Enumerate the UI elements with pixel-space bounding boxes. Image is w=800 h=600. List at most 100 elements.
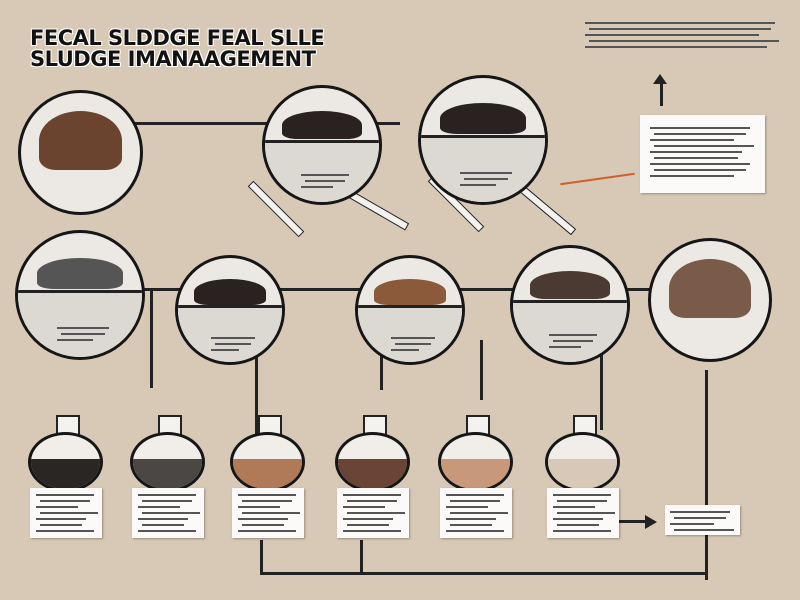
placeholder-text-line	[395, 343, 431, 346]
placeholder-text-line	[40, 500, 90, 502]
placeholder-text-line	[589, 28, 771, 30]
connector-line	[255, 295, 258, 435]
note-card	[640, 115, 765, 193]
liquid	[548, 459, 617, 489]
placeholder-text-line	[40, 512, 98, 514]
description-card	[132, 488, 204, 538]
sludge-pile	[36, 257, 124, 289]
flask-vessel	[438, 432, 513, 492]
placeholder-text-line	[446, 494, 504, 496]
bowl	[178, 304, 282, 362]
sludge-pile	[282, 110, 362, 140]
placeholder-text-line	[343, 494, 401, 496]
placeholder-text-line	[242, 512, 300, 514]
placeholder-text-line	[36, 506, 78, 508]
connector-line	[260, 572, 705, 575]
connector-line	[600, 330, 603, 430]
process-stage-circle	[262, 85, 382, 205]
placeholder-text-line	[553, 340, 593, 343]
process-stage-circle	[355, 255, 465, 365]
placeholder-text-line	[40, 524, 82, 526]
placeholder-text-line	[36, 518, 86, 520]
connector-line	[150, 288, 153, 388]
placeholder-text-line	[238, 518, 288, 520]
sludge-pile	[668, 258, 752, 318]
bowl	[513, 299, 627, 362]
placeholder-text-line	[238, 530, 296, 532]
title-line-1: FECAL SLDDGE FEAL SLLE	[30, 26, 325, 50]
bowl	[18, 289, 142, 357]
title-line-2: SLUDGE IMANAAGEMENT	[30, 47, 316, 71]
connector-line	[705, 370, 708, 580]
placeholder-text-line	[138, 530, 196, 532]
placeholder-text-line	[242, 500, 292, 502]
sludge-pile	[439, 102, 527, 134]
placeholder-text-line	[142, 500, 192, 502]
placeholder-text-line	[549, 346, 581, 349]
placeholder-text-line	[211, 337, 255, 340]
placeholder-text-line	[650, 139, 734, 141]
placeholder-text-line	[347, 500, 397, 502]
sludge-pile	[373, 278, 447, 305]
connector-line	[20, 288, 680, 291]
placeholder-text-line	[446, 518, 496, 520]
placeholder-text-line	[142, 524, 184, 526]
description-card	[440, 488, 512, 538]
bowl	[265, 139, 379, 202]
placeholder-text-line	[654, 133, 746, 135]
placeholder-text-line	[650, 163, 750, 165]
placeholder-text-line	[670, 511, 730, 513]
placeholder-text-line	[211, 349, 239, 352]
diagram-title: FECAL SLDDGE FEAL SLLE SLUDGE IMANAAGEME…	[30, 26, 325, 71]
liquid	[133, 459, 202, 489]
flask-vessel	[335, 432, 410, 492]
placeholder-text-line	[553, 530, 611, 532]
placeholder-text-line	[343, 530, 401, 532]
liquid	[441, 459, 510, 489]
placeholder-text-line	[301, 186, 333, 189]
placeholder-text-line	[589, 40, 779, 42]
connector-line	[260, 540, 263, 575]
placeholder-text-line	[460, 183, 496, 186]
placeholder-text-line	[138, 518, 188, 520]
placeholder-text-line	[674, 517, 726, 519]
placeholder-text-line	[138, 506, 180, 508]
placeholder-text-line	[670, 523, 714, 525]
bowl	[421, 134, 545, 202]
placeholder-text-line	[305, 180, 345, 183]
placeholder-text-line	[557, 512, 615, 514]
process-stage-circle	[510, 245, 630, 365]
accent-arrow	[560, 172, 635, 186]
placeholder-text-line	[654, 157, 738, 159]
description-card	[337, 488, 409, 538]
placeholder-text-line	[450, 524, 492, 526]
placeholder-text-line	[446, 530, 504, 532]
placeholder-text-line	[450, 512, 508, 514]
placeholder-text-line	[57, 326, 109, 329]
placeholder-text-line	[347, 524, 389, 526]
placeholder-text-line	[343, 506, 385, 508]
placeholder-text-line	[61, 332, 105, 335]
process-stage-circle	[175, 255, 285, 365]
placeholder-text-line	[585, 34, 759, 36]
placeholder-text-line	[238, 506, 280, 508]
placeholder-text-line	[142, 512, 200, 514]
placeholder-text-line	[654, 145, 754, 147]
placeholder-text-line	[557, 500, 607, 502]
process-stage-circle	[418, 75, 548, 205]
placeholder-text-line	[650, 175, 734, 177]
side-note	[665, 505, 740, 535]
arrow-up-icon	[653, 74, 667, 84]
connector-line	[660, 78, 663, 106]
placeholder-text-line	[654, 169, 746, 171]
placeholder-text-line	[57, 338, 93, 341]
placeholder-text-line	[585, 46, 767, 48]
placeholder-text-line	[242, 524, 284, 526]
placeholder-text-line	[138, 494, 196, 496]
bowl	[358, 304, 462, 362]
process-stage-circle	[15, 230, 145, 360]
placeholder-text-line	[343, 518, 393, 520]
placeholder-text-line	[36, 494, 94, 496]
connector-line	[480, 340, 483, 400]
placeholder-text-line	[553, 518, 603, 520]
